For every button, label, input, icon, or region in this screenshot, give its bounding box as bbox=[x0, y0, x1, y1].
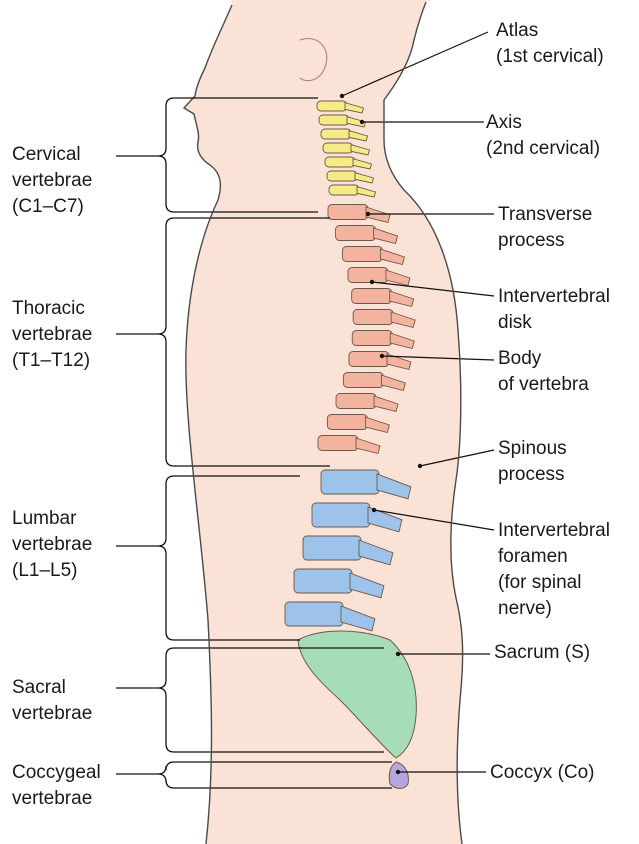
lumbar-vertebra-1 bbox=[321, 470, 379, 494]
thoracic-vertebra-7 bbox=[352, 331, 392, 346]
thoracic-vertebra-4 bbox=[348, 268, 388, 283]
leader-sacrum-dot bbox=[396, 652, 400, 656]
cervical-vertebra-4 bbox=[323, 143, 353, 153]
leader-intervertebral-disk-dot bbox=[370, 280, 374, 284]
cervical-vertebra-3 bbox=[321, 129, 351, 139]
leader-body-of-vertebra-dot bbox=[380, 354, 384, 358]
thoracic-vertebra-5 bbox=[352, 289, 392, 304]
thoracic-vertebra-2 bbox=[336, 226, 376, 241]
label-axis: Axis(2nd cervical) bbox=[486, 110, 600, 162]
leader-atlas-dot bbox=[340, 94, 344, 98]
leader-axis-dot bbox=[360, 120, 364, 124]
cervical-vertebra-6 bbox=[327, 171, 357, 181]
thoracic-vertebra-11 bbox=[327, 415, 367, 430]
thoracic-vertebra-1 bbox=[328, 205, 368, 220]
label-atlas: Atlas(1st cervical) bbox=[496, 18, 604, 70]
thoracic-vertebra-12 bbox=[318, 436, 358, 451]
leader-intervertebral-foramen-dot bbox=[372, 508, 376, 512]
lumbar-vertebra-5 bbox=[285, 602, 343, 626]
cervical-vertebra-5 bbox=[325, 157, 355, 167]
label-sacrum: Sacrum (S) bbox=[494, 640, 590, 666]
cervical-vertebra-2 bbox=[319, 115, 349, 125]
leader-spinous-process-dot bbox=[418, 464, 422, 468]
lumbar-vertebra-4 bbox=[294, 569, 352, 593]
leader-transverse-process-dot bbox=[366, 212, 370, 216]
cervical-vertebra-7 bbox=[329, 185, 359, 195]
lumbar-vertebra-2 bbox=[312, 503, 370, 527]
thoracic-vertebra-6 bbox=[353, 310, 393, 325]
thoracic-vertebra-3 bbox=[342, 247, 382, 262]
lumbar-vertebra-3 bbox=[303, 536, 361, 560]
body-silhouette bbox=[184, 0, 463, 844]
thoracic-vertebra-9 bbox=[343, 373, 383, 388]
label-coccyx: Coccyx (Co) bbox=[490, 760, 595, 786]
cervical-vertebra-1 bbox=[317, 101, 347, 111]
thoracic-vertebra-8 bbox=[349, 352, 389, 367]
leader-coccyx-dot bbox=[396, 770, 400, 774]
thoracic-vertebra-10 bbox=[336, 394, 376, 409]
